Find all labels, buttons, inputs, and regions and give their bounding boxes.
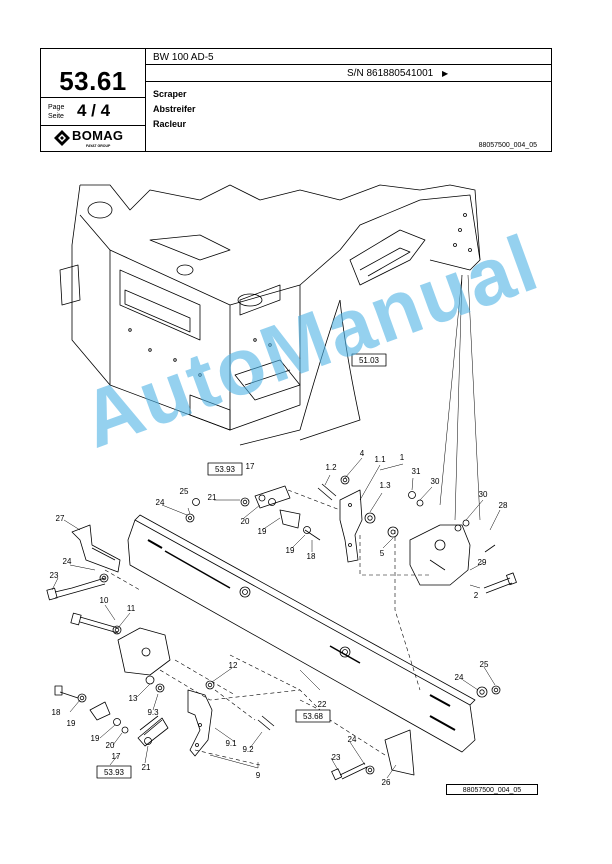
pin-17: [254, 485, 291, 509]
callout-label: 23: [332, 753, 341, 762]
callout-label: 24: [156, 498, 165, 507]
serial-text: S/N 861880541001: [347, 68, 434, 79]
callout-label: 19: [286, 546, 295, 555]
callout-label: 13: [129, 694, 138, 703]
callout-label: 9.3: [147, 708, 159, 717]
callout-label: 25: [180, 487, 189, 496]
bomag-logo: BOMAG FAYAT GROUP: [53, 128, 139, 149]
callout-label: 18: [307, 552, 316, 561]
title-de: Abstreifer: [153, 104, 196, 114]
callout-label: 9: [256, 771, 261, 780]
bracket-27: [71, 524, 121, 573]
ref-box-label: 51.03: [359, 356, 380, 365]
callout-label: 24: [63, 557, 72, 566]
reference-boxes: [96, 353, 387, 779]
page-label-en: Page: [48, 104, 65, 111]
callout-label: 21: [208, 493, 217, 502]
doc-reference: 88057500_004_05: [478, 142, 537, 149]
bomag-diamond-icon: [54, 130, 70, 146]
callout-label: 27: [56, 514, 65, 523]
callout-label: 23: [50, 571, 59, 580]
callout-label: 26: [382, 778, 391, 787]
callout-label: 24: [455, 673, 464, 682]
callout-label: 1.3: [379, 481, 391, 490]
logo-text: BOMAG: [72, 128, 124, 143]
bracket-9: [187, 689, 213, 757]
title-fr: Racleur: [153, 119, 187, 129]
callout-labels: 1 1.1 1.2 1.3 2 4 5 9 9.1 9.2 9.3 10 11 …: [50, 449, 508, 787]
page-number: 4 / 4: [77, 101, 111, 120]
callout-label: 28: [499, 501, 508, 510]
callout-label: 18: [52, 708, 61, 717]
bolts: [46, 483, 517, 781]
callout-label: 4: [360, 449, 365, 458]
callout-label: 20: [106, 741, 115, 750]
bracket-26: [384, 729, 415, 776]
model-name: BW 100 AD-5: [153, 52, 214, 63]
page-label-de: Seite: [48, 113, 64, 120]
callout-label: 25: [480, 660, 489, 669]
callout-label: 21: [142, 763, 151, 772]
callout-label: 20: [241, 517, 250, 526]
callout-label: 19: [91, 734, 100, 743]
serial-number: S/N 861880541001 ▶: [347, 68, 448, 79]
header-block: BW 100 AD-5 S/N 861880541001 ▶ 53.61 Pag…: [40, 48, 552, 152]
plate-28: [409, 524, 471, 586]
ref-box-label: 53.93: [215, 465, 236, 474]
callout-leaders: [51, 457, 501, 779]
callout-label: 12: [229, 661, 238, 670]
machine-frame: [59, 184, 481, 446]
callout-label: 9.1: [225, 739, 237, 748]
callout-label: 10: [100, 596, 109, 605]
callout-label: 1.2: [325, 463, 337, 472]
figure-reference: 88057500_004_05: [446, 784, 538, 795]
callout-label: 2: [474, 591, 479, 600]
header-rule: [41, 125, 145, 126]
callout-label: 9.2: [242, 745, 254, 754]
callout-label: 19: [258, 527, 267, 536]
callout-label: 19: [67, 719, 76, 728]
callout-label: 22: [318, 700, 327, 709]
header-rule: [145, 81, 551, 82]
washers-and-nuts: [77, 475, 501, 775]
ref-box-label: 53.93: [104, 768, 125, 777]
callout-label: 17: [112, 752, 121, 761]
callout-label: 30: [431, 477, 440, 486]
header-divider: [145, 49, 146, 151]
callout-label: 29: [478, 558, 487, 567]
callout-label: 30: [479, 490, 488, 499]
bracket-1: [339, 489, 363, 563]
scraper-blade: [127, 514, 476, 753]
plate-10: [117, 627, 171, 676]
callout-label: 31: [412, 467, 421, 476]
header-rule: [41, 97, 145, 98]
section-number: 53.61: [59, 66, 127, 96]
callout-label: 5: [380, 549, 385, 558]
callout-label: 1: [400, 453, 405, 462]
callout-label: 24: [348, 735, 357, 744]
page-label: Page Seite: [48, 103, 64, 121]
callout-label: 1.1: [374, 455, 386, 464]
title-en: Scraper: [153, 89, 187, 99]
header-rule: [145, 64, 551, 65]
logo-subtext: FAYAT GROUP: [86, 144, 111, 148]
ref-box-label: 53.68: [303, 712, 324, 721]
callout-label: 17: [246, 462, 255, 471]
arrow-right-icon: ▶: [441, 69, 449, 78]
callout-label: 11: [127, 604, 136, 613]
